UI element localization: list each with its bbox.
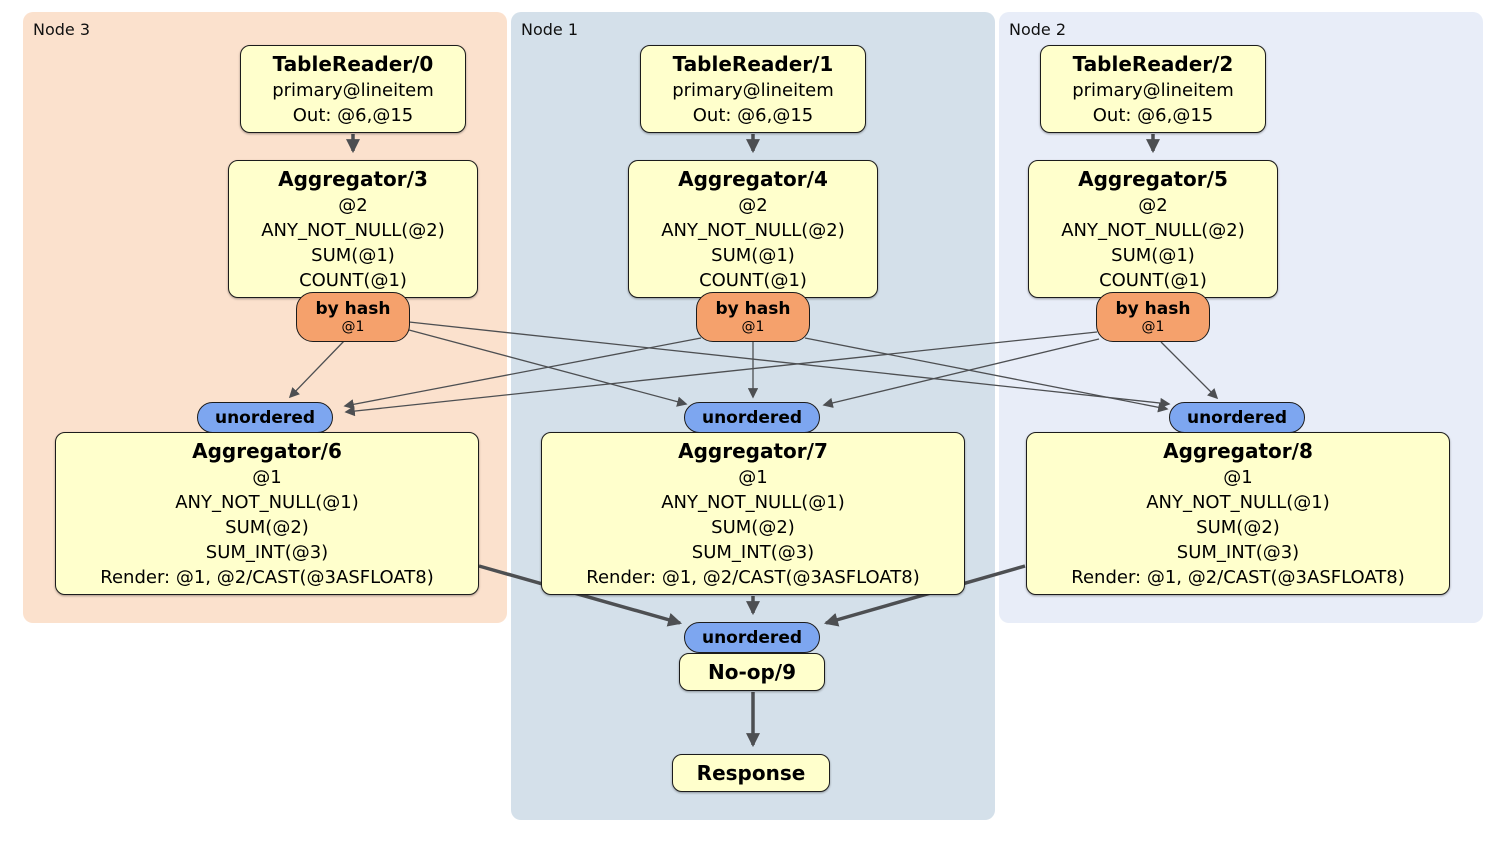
node-detail: ANY_NOT_NULL(@1) bbox=[661, 491, 845, 513]
node-aggregator7: Aggregator/7 @1 ANY_NOT_NULL(@1) SUM(@2)… bbox=[541, 432, 965, 595]
node-detail: SUM_INT(@3) bbox=[205, 541, 329, 563]
node-noop9: No-op/9 bbox=[679, 653, 825, 691]
router-byhash-aggregator4: by hash @1 bbox=[696, 292, 810, 342]
node-tablereader1: TableReader/1 primary@lineitem Out: @6,@… bbox=[640, 45, 866, 133]
node-detail: SUM(@2) bbox=[711, 516, 795, 538]
sync-label: unordered bbox=[214, 407, 316, 428]
edge-byhash3-unordered8 bbox=[408, 321, 1171, 409]
node-aggregator6: Aggregator/6 @1 ANY_NOT_NULL(@1) SUM(@2)… bbox=[55, 432, 479, 595]
sync-unordered-aggregator6: unordered bbox=[197, 402, 333, 433]
node-detail: @2 bbox=[338, 194, 368, 216]
node-group-3-label: Node 3 bbox=[33, 20, 91, 39]
router-label: by hash bbox=[315, 299, 391, 319]
router-label: by hash bbox=[1115, 299, 1191, 319]
edge-byhash5-unordered7 bbox=[822, 338, 1100, 408]
node-detail: Render: @1, @2/CAST(@3ASFLOAT8) bbox=[1071, 566, 1405, 588]
node-title: Aggregator/4 bbox=[678, 166, 828, 191]
node-detail: SUM(@1) bbox=[311, 244, 395, 266]
sync-label: unordered bbox=[701, 407, 803, 428]
node-detail: SUM_INT(@3) bbox=[691, 541, 815, 563]
node-detail: primary@lineitem bbox=[672, 79, 834, 101]
node-response: Response bbox=[672, 754, 830, 792]
sync-unordered-aggregator8: unordered bbox=[1169, 402, 1305, 433]
node-detail: COUNT(@1) bbox=[299, 269, 407, 291]
node-detail: primary@lineitem bbox=[272, 79, 434, 101]
node-tablereader2: TableReader/2 primary@lineitem Out: @6,@… bbox=[1040, 45, 1266, 133]
node-detail: @2 bbox=[1138, 194, 1168, 216]
node-detail: SUM(@2) bbox=[1196, 516, 1280, 538]
node-detail: SUM(@2) bbox=[225, 516, 309, 538]
node-detail: Out: @6,@15 bbox=[692, 104, 814, 126]
node-detail: SUM(@1) bbox=[711, 244, 795, 266]
node-detail: @1 bbox=[252, 466, 282, 488]
node-title: Aggregator/8 bbox=[1163, 438, 1313, 463]
node-detail: SUM(@1) bbox=[1111, 244, 1195, 266]
node-detail: ANY_NOT_NULL(@2) bbox=[261, 219, 445, 241]
router-detail: @1 bbox=[741, 319, 765, 335]
node-detail: Out: @6,@15 bbox=[1092, 104, 1214, 126]
node-aggregator3: Aggregator/3 @2 ANY_NOT_NULL(@2) SUM(@1)… bbox=[228, 160, 478, 298]
node-detail: @2 bbox=[738, 194, 768, 216]
node-aggregator4: Aggregator/4 @2 ANY_NOT_NULL(@2) SUM(@1)… bbox=[628, 160, 878, 298]
node-group-2-label: Node 2 bbox=[1009, 20, 1067, 39]
node-detail: Render: @1, @2/CAST(@3ASFLOAT8) bbox=[100, 566, 434, 588]
router-byhash-aggregator5: by hash @1 bbox=[1096, 292, 1210, 342]
node-detail: ANY_NOT_NULL(@2) bbox=[661, 219, 845, 241]
edge-byhash5-unordered8 bbox=[1160, 341, 1219, 400]
router-label: by hash bbox=[715, 299, 791, 319]
node-aggregator8: Aggregator/8 @1 ANY_NOT_NULL(@1) SUM(@2)… bbox=[1026, 432, 1450, 595]
sync-unordered-noop9: unordered bbox=[684, 622, 820, 653]
node-title: Aggregator/7 bbox=[678, 438, 828, 463]
node-title: Aggregator/5 bbox=[1078, 166, 1228, 191]
node-detail: COUNT(@1) bbox=[699, 269, 807, 291]
node-title: TableReader/2 bbox=[1072, 51, 1234, 76]
node-tablereader0: TableReader/0 primary@lineitem Out: @6,@… bbox=[240, 45, 466, 133]
router-detail: @1 bbox=[1141, 319, 1165, 335]
node-detail: ANY_NOT_NULL(@2) bbox=[1061, 219, 1245, 241]
router-byhash-aggregator3: by hash @1 bbox=[296, 292, 410, 342]
sync-label: unordered bbox=[701, 627, 803, 648]
node-group-1-label: Node 1 bbox=[521, 20, 579, 39]
node-detail: @1 bbox=[738, 466, 768, 488]
node-detail: primary@lineitem bbox=[1072, 79, 1234, 101]
edge-byhash4-unordered8 bbox=[804, 337, 1169, 413]
node-title: TableReader/0 bbox=[272, 51, 434, 76]
sync-label: unordered bbox=[1186, 407, 1288, 428]
node-detail: COUNT(@1) bbox=[1099, 269, 1207, 291]
node-title: Response bbox=[696, 760, 806, 785]
node-detail: ANY_NOT_NULL(@1) bbox=[1146, 491, 1330, 513]
node-title: Aggregator/6 bbox=[192, 438, 342, 463]
node-title: TableReader/1 bbox=[672, 51, 834, 76]
node-detail: Out: @6,@15 bbox=[292, 104, 414, 126]
router-detail: @1 bbox=[341, 319, 365, 335]
node-detail: @1 bbox=[1223, 466, 1253, 488]
node-title: Aggregator/3 bbox=[278, 166, 428, 191]
edge-byhash3-unordered6 bbox=[288, 339, 346, 399]
sync-unordered-aggregator7: unordered bbox=[684, 402, 820, 433]
node-aggregator5: Aggregator/5 @2 ANY_NOT_NULL(@2) SUM(@1)… bbox=[1028, 160, 1278, 298]
node-detail: SUM_INT(@3) bbox=[1176, 541, 1300, 563]
node-detail: Render: @1, @2/CAST(@3ASFLOAT8) bbox=[586, 566, 920, 588]
edge-byhash5-unordered6 bbox=[344, 331, 1098, 417]
node-title: No-op/9 bbox=[707, 659, 797, 684]
node-detail: ANY_NOT_NULL(@1) bbox=[175, 491, 359, 513]
edge-byhash4-unordered6 bbox=[343, 337, 702, 410]
